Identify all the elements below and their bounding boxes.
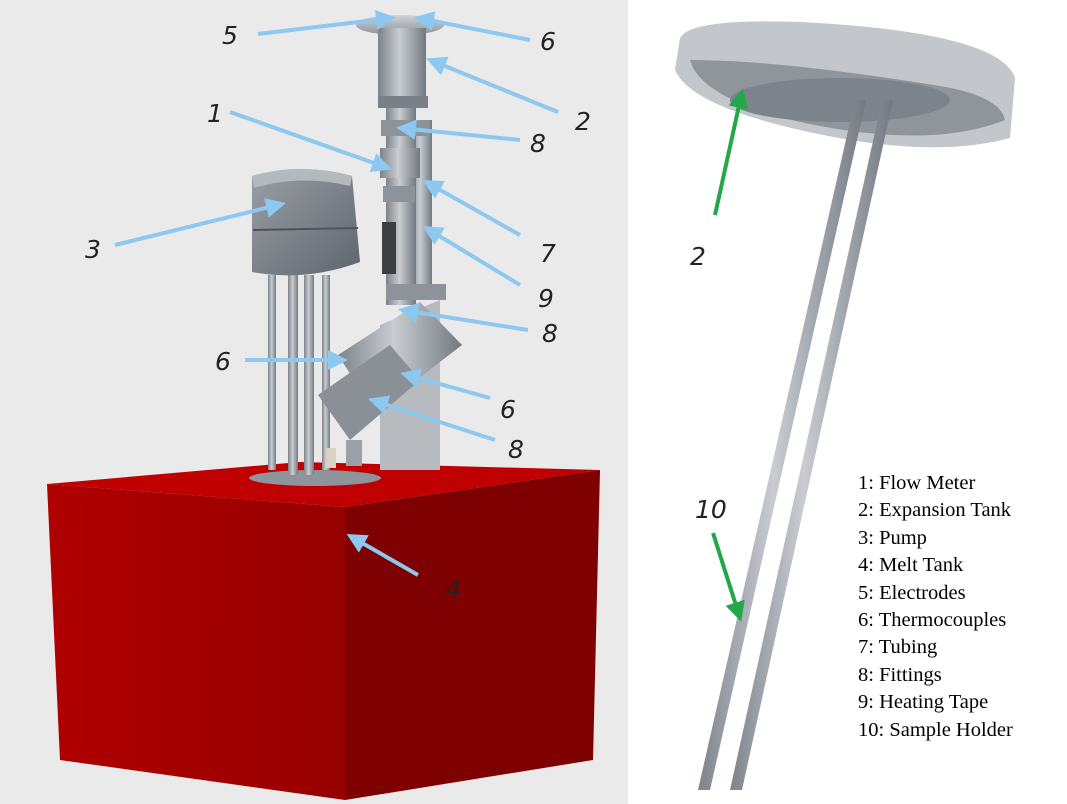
arrow-6-top — [414, 11, 531, 42]
legend-item: 2: Expansion Tank — [858, 499, 1012, 522]
callout-10: 10 — [695, 495, 727, 524]
callout-8-middle: 8 — [542, 319, 558, 348]
callout-5: 5 — [222, 21, 238, 50]
arrow-2 — [426, 56, 559, 114]
melt-tank — [47, 462, 600, 800]
callout-arrows-right — [711, 88, 749, 622]
legend-item: 7: Tubing — [858, 636, 938, 659]
legend-item: 9: Heating Tape — [858, 691, 989, 714]
arrow-3 — [114, 198, 286, 247]
arrow-7 — [422, 180, 521, 237]
callout-labels: 5 6 2 1 8 3 7 9 8 6 6 8 4 2 10 — [85, 21, 727, 604]
arrow-5 — [257, 9, 396, 36]
callout-3: 3 — [85, 235, 101, 264]
arrow-1 — [229, 110, 392, 173]
arrow-8-bottom — [368, 395, 496, 442]
callout-7: 7 — [540, 239, 556, 268]
arrow-4 — [346, 534, 419, 577]
callout-8-bottom: 8 — [508, 435, 524, 464]
callout-9: 9 — [538, 284, 554, 313]
legend-item: 3: Pump — [858, 526, 927, 549]
arrow-10 — [711, 532, 745, 622]
callout-6-middle-left: 6 — [215, 347, 231, 376]
piping-assembly — [318, 15, 462, 470]
arrow-6-middle-right — [400, 368, 491, 400]
sample-holder-figure — [675, 21, 1015, 790]
legend-item: 5: Electrodes — [858, 581, 966, 604]
callout-6-middle-right: 6 — [500, 395, 516, 424]
legend-item: 4: Melt Tank — [858, 554, 964, 577]
legend-item: 6: Thermocouples — [858, 609, 1007, 632]
arrow-2-right — [713, 88, 749, 216]
arrow-8-middle — [398, 302, 529, 332]
callout-2-right: 2 — [690, 242, 706, 271]
callout-6-top: 6 — [540, 27, 556, 56]
arrow-8-top — [396, 119, 521, 142]
component-legend: 1: Flow Meter 2: Expansion Tank 3: Pump … — [858, 470, 1013, 744]
callout-1: 1 — [207, 99, 223, 128]
callout-8-top: 8 — [530, 129, 546, 158]
pump — [252, 169, 360, 475]
callout-2: 2 — [575, 107, 591, 136]
legend-item: 1: Flow Meter — [858, 472, 976, 494]
callout-4: 4 — [445, 575, 461, 604]
legend-item: 10: Sample Holder — [858, 718, 1013, 741]
legend-item: 8: Fittings — [858, 663, 942, 686]
callout-arrows-left — [114, 9, 559, 577]
arrow-9 — [422, 225, 522, 287]
